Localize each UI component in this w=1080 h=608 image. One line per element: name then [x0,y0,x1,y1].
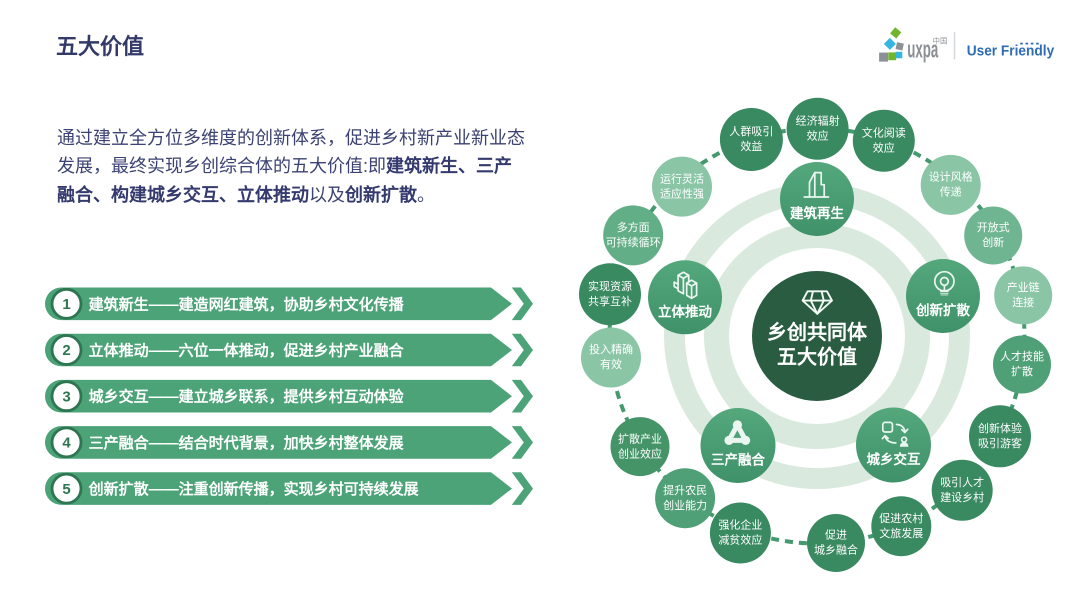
svg-text:强化企业: 强化企业 [718,518,762,532]
svg-text:乡创共同体: 乡创共同体 [767,320,868,344]
svg-text:效应: 效应 [807,128,829,142]
svg-text:创新体验: 创新体验 [978,421,1022,435]
svg-text:创业能力: 创业能力 [663,498,707,512]
svg-text:扩散产业: 扩散产业 [618,431,662,445]
svg-text:4: 4 [62,435,71,452]
svg-text:实现资源: 实现资源 [588,279,632,293]
svg-text:减贫效应: 减贫效应 [718,533,762,547]
svg-text:立体推动: 立体推动 [658,304,712,320]
svg-text:uxpa: uxpa [907,37,938,64]
svg-text:多方面: 多方面 [617,220,650,234]
svg-text:人才技能: 人才技能 [1000,349,1044,363]
svg-text:2: 2 [62,342,70,359]
svg-text:共享互补: 共享互补 [588,294,632,308]
svg-text:创新: 创新 [982,235,1004,249]
svg-text:人群吸引: 人群吸引 [729,124,773,138]
svg-text:五大价值: 五大价值 [777,345,857,369]
svg-text:三产融合——结合时代背景，加快乡村整体发展: 三产融合——结合时代背景，加快乡村整体发展 [89,434,404,452]
svg-text:文旅发展: 文旅发展 [879,526,923,540]
svg-text:设计风格: 设计风格 [929,170,973,184]
svg-text:文化阅读: 文化阅读 [862,125,906,139]
svg-text:中国: 中国 [933,36,948,46]
svg-text:1: 1 [62,296,70,313]
svg-text:城乡交互——建立城乡联系，提供乡村互动体验: 城乡交互——建立城乡联系，提供乡村互动体验 [89,388,405,406]
svg-text:产业链: 产业链 [1007,280,1040,294]
svg-text:提升农民: 提升农民 [663,483,707,497]
svg-text:投入精确: 投入精确 [589,342,633,356]
svg-text:连接: 连接 [1012,296,1034,309]
svg-text:促进: 促进 [825,528,847,542]
svg-text:创业效应: 创业效应 [618,446,662,460]
svg-text:效益: 效益 [740,139,762,153]
svg-text:5: 5 [62,481,70,498]
svg-text:效应: 效应 [873,140,895,154]
svg-text:经济辐射: 经济辐射 [796,113,840,127]
svg-text:创新扩散——注重创新传播，实现乡村可持续发展: 创新扩散——注重创新传播，实现乡村可持续发展 [88,480,419,498]
svg-text:扩散: 扩散 [1011,364,1033,378]
svg-text:运行灵活: 运行灵活 [660,172,704,185]
svg-text:立体推动——六位一体推动，促进乡村产业融合: 立体推动——六位一体推动，促进乡村产业融合 [89,342,405,360]
svg-text:建设乡村: 建设乡村 [940,490,984,504]
svg-text:建筑再生: 建筑再生 [789,205,844,221]
svg-text:创新扩散: 创新扩散 [915,302,970,318]
svg-text:开放式: 开放式 [977,220,1010,234]
svg-text:三产融合: 三产融合 [711,452,765,468]
svg-text:有效: 有效 [600,357,622,371]
svg-text:促进农村: 促进农村 [879,511,923,525]
svg-text:传递: 传递 [940,185,962,199]
svg-text:User Friendly: User Friendly [967,44,1054,60]
svg-text:3: 3 [62,388,70,405]
svg-text:吸引人才: 吸引人才 [940,475,984,489]
svg-text:可持续循环: 可持续循环 [606,235,661,249]
svg-text:城乡融合: 城乡融合 [814,543,858,557]
svg-text:适应性强: 适应性强 [660,186,704,200]
svg-text:城乡交互: 城乡交互 [867,451,921,467]
svg-text:建筑新生——建造网红建筑，协助乡村文化传播: 建筑新生——建造网红建筑，协助乡村文化传播 [89,295,405,313]
svg-text:吸引游客: 吸引游客 [978,436,1022,450]
